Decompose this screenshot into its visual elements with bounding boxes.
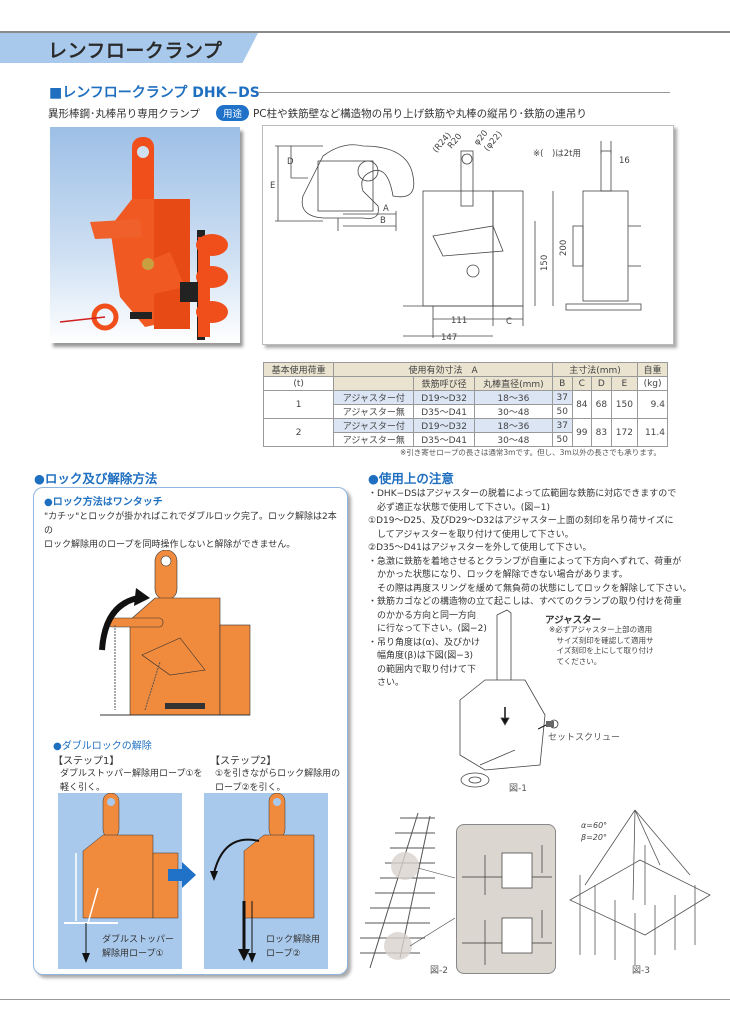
step2-description: ①を引きながらロック解除用の ロープ②を引く。: [215, 769, 341, 793]
svg-text:200: 200: [559, 240, 569, 256]
svg-text:α=60°: α=60°: [581, 821, 607, 830]
svg-text:β=20°: β=20°: [580, 833, 607, 842]
bottom-rule: [0, 999, 730, 1000]
clamp-photo-icon: [59, 137, 228, 340]
svg-text:A: A: [383, 204, 389, 214]
dimension-drawing-icon: D E A B C R20 (R24) φ20 (φ22) ※( )は2t用 1…: [270, 128, 642, 343]
th-main: 主寸法(mm): [551, 362, 639, 377]
page-title: レンフロークランプ: [48, 40, 223, 62]
svg-text:150: 150: [540, 255, 550, 271]
table-row: 1 アジャスター付 D19〜D32 18〜36 37 84 68 150 9.4: [262, 390, 668, 419]
title-band: レンフロークランプ: [0, 33, 258, 63]
th-rebar: 鉄筋呼び径: [413, 376, 475, 391]
step1-description: ダブルストッパー解除用ロープ①を 軽く引く。: [60, 769, 203, 793]
svg-text:E: E: [270, 181, 275, 191]
arrow-right-icon: [168, 862, 196, 888]
step2-rope-label: ロック解除用 ロープ②: [266, 935, 321, 959]
svg-text:147: 147: [441, 333, 457, 343]
lock-subheading: ●ロック方法はワンタッチ: [44, 497, 163, 508]
th-B: B: [551, 376, 573, 391]
step2-panel: ロック解除用 ロープ②: [204, 793, 328, 969]
use-text: PC柱や鉄筋壁など構造物の吊り上げ鉄筋や丸棒の縦吊り･鉄筋の連吊り: [252, 108, 587, 120]
product-subtitle: 異形棒鋼･丸棒吊り専用クランプ: [48, 108, 200, 120]
set-screw-icon: [538, 719, 559, 730]
table-row: アジャスター無 D35〜D41 30〜48 50: [264, 432, 668, 447]
step1-panel: ダブルストッパー 解除用ロープ①: [58, 793, 182, 969]
svg-text:D: D: [287, 157, 294, 167]
clamp-lock-illustration: [99, 550, 251, 716]
svg-text:C: C: [506, 317, 512, 327]
spec-table: 基本使用荷重 使用有効寸法 A 主寸法(mm) 自重 (t) 鉄筋呼び径 丸棒直…: [262, 362, 668, 447]
th-blank: [333, 376, 415, 391]
adjuster-note: ※必ずアジャスター上部の適用 サイズ刻印を確認して適用サ イズ刻印を上にして取り…: [549, 625, 654, 666]
th-weight-unit: (kg): [637, 376, 668, 391]
table-footnote: ※引き寄せロープの長さは通常3mです。但し、3m以外の長さでも承ります。: [400, 448, 661, 457]
table-row: 2 アジャスター付 D19〜D32 18〜36 37 99 83 172 11.…: [262, 418, 668, 447]
svg-text:16: 16: [619, 156, 630, 166]
fig2-detail-panel: [456, 824, 556, 974]
fig2-clamp-detail-icon: [462, 845, 552, 965]
step1-illustration: [64, 793, 179, 963]
svg-text:B: B: [380, 216, 386, 226]
use-badge: 用途: [215, 105, 249, 121]
top-rule: [0, 31, 730, 33]
fig1-label: 図-1: [509, 784, 527, 794]
notes-heading: ●使用上の注意: [368, 471, 454, 486]
th-C: C: [571, 376, 593, 391]
svg-text:111: 111: [451, 316, 467, 326]
step2-title: 【ステップ2】: [210, 756, 277, 767]
notes-list: ・DHK−DSはアジャスターの脱着によって広範囲な鉄筋に対応できますので 必ず適…: [368, 489, 692, 688]
th-weight: 自重: [637, 362, 668, 377]
step1-rope-label: ダブルストッパー 解除用ロープ①: [102, 935, 175, 959]
fig3-label: 図-3: [632, 966, 650, 976]
th-D: D: [591, 376, 612, 391]
product-heading: ■レンフロークランプ DHK−DS: [49, 85, 260, 101]
th-effective: 使用有効寸法 A: [333, 362, 553, 377]
th-round: 丸棒直径(mm): [473, 376, 553, 391]
double-lock-heading: ●ダブルロックの解除: [53, 741, 152, 752]
step2-illustration: [210, 793, 315, 963]
lock-heading: ●ロック及び解除方法: [34, 471, 158, 486]
fig1-adjuster-illustration: [459, 609, 546, 788]
set-screw-label: セットスクリュー: [548, 733, 621, 743]
svg-text:※( )は2t用: ※( )は2t用: [533, 149, 581, 159]
th-load: 基本使用荷重: [262, 362, 335, 377]
adjuster-title: アジャスター: [545, 615, 602, 626]
fig2-rebar-cage-illustration: [360, 812, 456, 969]
heading-rule: [258, 92, 670, 93]
dimension-drawing: D E A B C R20 (R24) φ20 (φ22) ※( )は2t用 1…: [262, 125, 674, 345]
fig2-label: 図-2: [430, 966, 448, 976]
fig3-sling-angle-illustration: α=60° β=20°: [569, 809, 711, 965]
th-E: E: [610, 376, 639, 391]
th-load-unit: (t): [262, 376, 335, 391]
product-photo: [50, 127, 240, 343]
step1-title: 【ステップ1】: [53, 756, 120, 767]
lock-description: "カチッ"とロックが掛かればこれでダブルロック完了。ロック解除は2本の ロック解…: [44, 512, 337, 550]
